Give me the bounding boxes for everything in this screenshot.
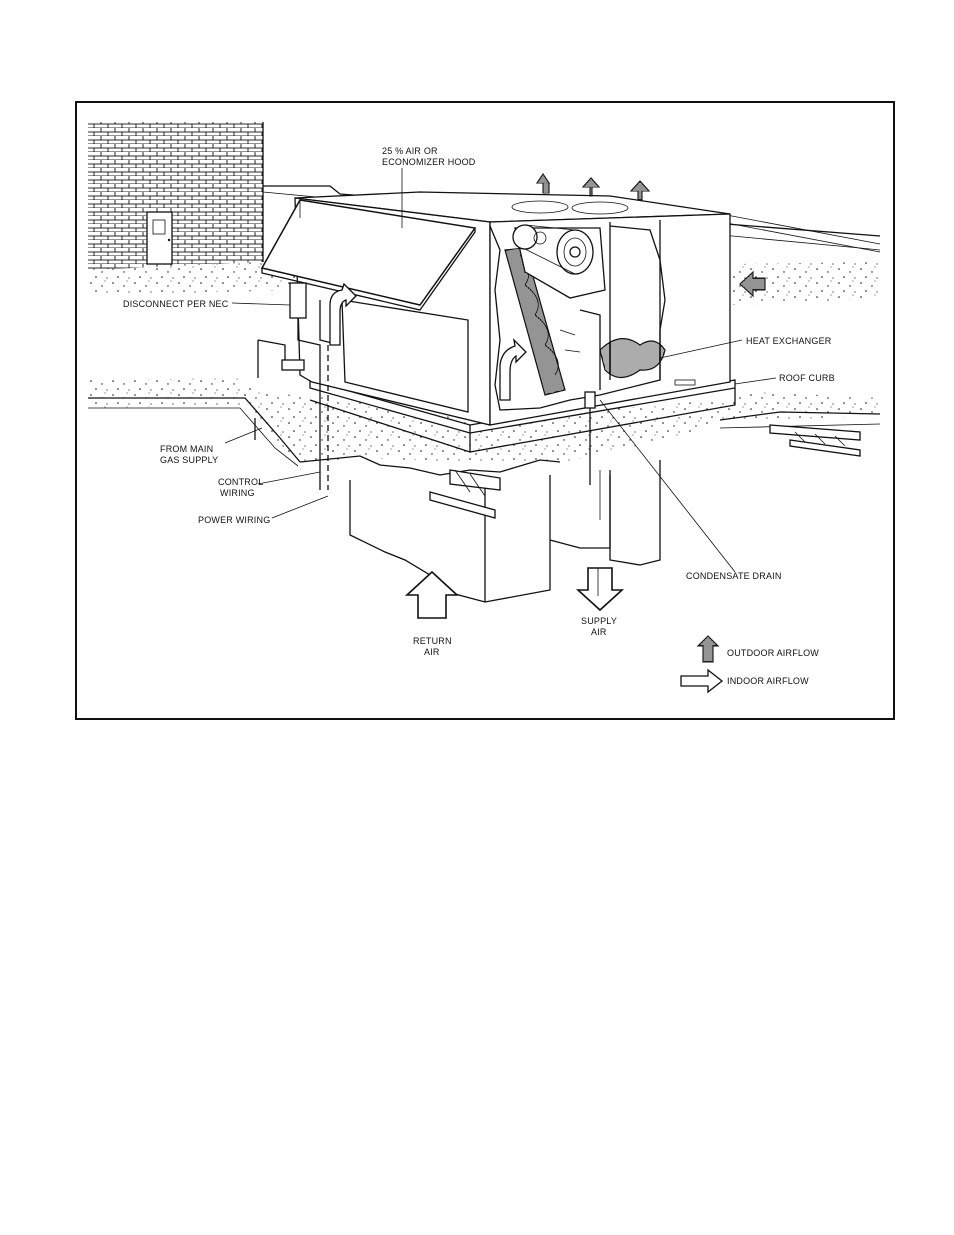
outdoor-arrow-2 xyxy=(581,177,601,197)
outdoor-arrow-side xyxy=(739,270,766,298)
label-supply-air-2: AIR xyxy=(591,627,607,637)
evaporator-coil xyxy=(504,247,566,396)
label-roof-curb: ROOF CURB xyxy=(779,373,835,383)
brick-wall xyxy=(88,122,264,270)
supply-air-arrow xyxy=(575,567,625,612)
filter-panel xyxy=(341,299,469,413)
label-supply-air: SUPPLY xyxy=(581,616,617,626)
legend-indoor-label: INDOOR AIRFLOW xyxy=(727,676,809,686)
label-return-air-2: AIR xyxy=(424,647,440,657)
legend-indoor-arrow xyxy=(680,668,724,694)
door-window xyxy=(152,219,166,235)
heat-exchanger xyxy=(559,309,666,390)
leader-lines xyxy=(224,168,777,573)
return-air-arrow xyxy=(404,570,460,619)
label-gas-supply-2: GAS SUPPLY xyxy=(160,455,218,465)
roof-joists xyxy=(429,424,861,519)
rooftop-unit xyxy=(260,191,731,485)
legend-outdoor-arrow xyxy=(696,635,720,663)
roof-edge-cut xyxy=(299,455,561,476)
blower-assembly xyxy=(512,224,606,299)
base-rail xyxy=(309,379,736,453)
building-structure xyxy=(349,460,661,603)
disconnect-box xyxy=(289,282,307,319)
condensate-fitting xyxy=(584,391,596,409)
door xyxy=(146,211,173,265)
label-disconnect: DISCONNECT PER NEC xyxy=(123,299,229,309)
label-control-wiring: CONTROL xyxy=(218,477,263,487)
legend: OUTDOOR AIRFLOW INDOOR AIRFLOW xyxy=(680,635,819,694)
outdoor-arrow-3 xyxy=(629,180,651,201)
economizer-hood xyxy=(260,199,477,306)
figure-frame xyxy=(75,101,895,720)
label-gas-supply: FROM MAIN xyxy=(160,444,213,454)
label-hood-2: ECONOMIZER HOOD xyxy=(382,157,476,167)
label-control-wiring-2: WIRING xyxy=(220,488,255,498)
label-heat-exchanger: HEAT EXCHANGER xyxy=(746,336,832,346)
legend-outdoor-label: OUTDOOR AIRFLOW xyxy=(727,648,819,658)
label-power-wiring: POWER WIRING xyxy=(198,515,270,525)
label-return-air: RETURN xyxy=(413,636,452,646)
label-condensate-drain: CONDENSATE DRAIN xyxy=(686,571,782,581)
label-hood: 25 % AIR OR xyxy=(382,146,438,156)
outdoor-airflow-arrows xyxy=(535,173,766,298)
indoor-airflow-arrows xyxy=(329,282,527,401)
outdoor-arrow-1 xyxy=(535,173,551,194)
